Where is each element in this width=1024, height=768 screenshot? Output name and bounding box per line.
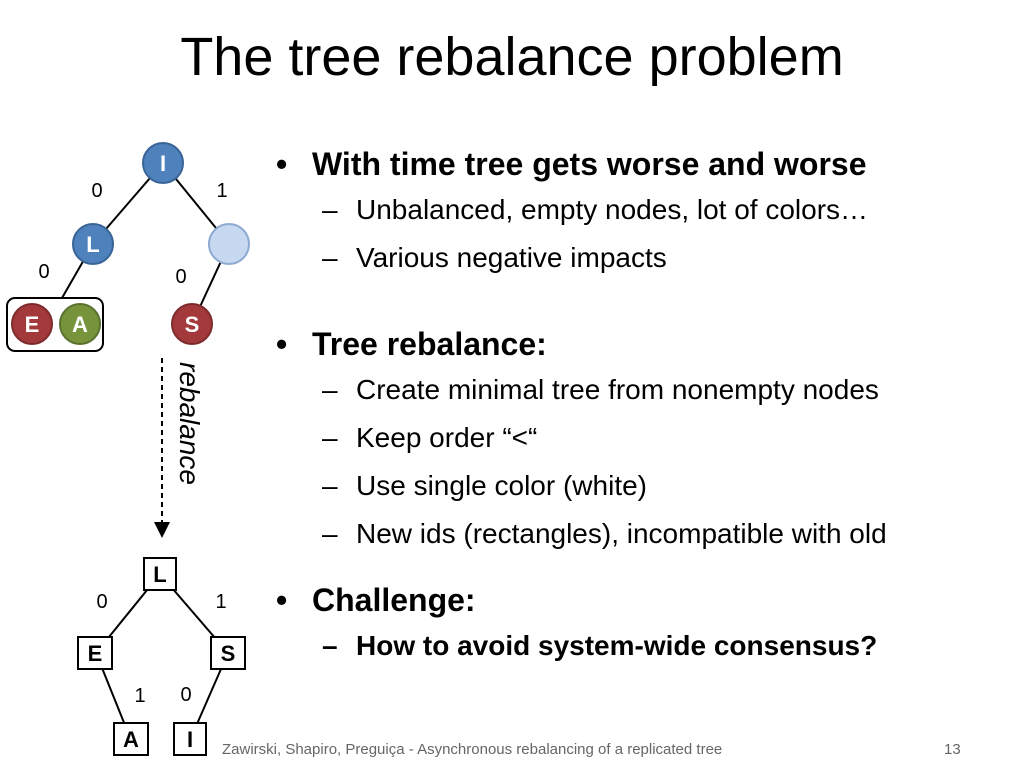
sub-item: – How to avoid system-wide consensus? (272, 622, 1012, 670)
node-s-circle (171, 303, 213, 345)
node-l-label: L (86, 232, 99, 257)
new-edge-label-left-down: 1 (134, 685, 145, 707)
rebalance-arrow: rebalance (154, 358, 205, 538)
new-node-e-box (77, 636, 113, 670)
node-l-circle (72, 223, 114, 265)
empty-node-circle (208, 223, 250, 265)
new-node-a-box (113, 722, 149, 756)
bullet-item: • With time tree gets worse and worse (272, 142, 1012, 186)
bullet-text: Tree rebalance: (312, 326, 547, 362)
dash-symbol: – (322, 518, 338, 549)
dash-symbol: – (322, 194, 338, 225)
new-tree: L E S A I 0 1 1 0 (77, 557, 246, 756)
node-i-circle (142, 142, 184, 184)
node-e-circle (11, 303, 53, 345)
dash-symbol: – (322, 242, 338, 273)
bullet-item: • Tree rebalance: (272, 322, 1012, 366)
new-edge-label-right-down: 0 (180, 684, 191, 706)
sub-item-text: Keep order “<“ (356, 422, 538, 453)
new-node-l-box (143, 557, 177, 591)
sub-item-text: How to avoid system-wide consensus? (356, 630, 878, 661)
sub-item-text: Unbalanced, empty nodes, lot of colors… (356, 194, 869, 225)
sub-item: – Keep order “<“ (272, 414, 1012, 462)
bullet-text: Challenge: (312, 582, 476, 618)
sub-item: – Various negative impacts (272, 234, 1012, 282)
sub-item: – New ids (rectangles), incompatible wit… (272, 510, 1012, 558)
node-a-label: A (72, 312, 88, 337)
node-s-label: S (185, 312, 200, 337)
new-node-e-label: E (88, 641, 103, 666)
old-tree: I L E A S 0 1 0 0 (6, 142, 250, 352)
edge-label-right-down: 0 (175, 266, 186, 288)
bullet-symbol: • (276, 146, 288, 182)
edge-label-root-right: 1 (216, 180, 227, 202)
rebalance-label: rebalance (174, 362, 205, 485)
dash-symbol: – (322, 422, 338, 453)
slide-title: The tree rebalance problem (180, 27, 844, 87)
sub-item-text: Various negative impacts (356, 242, 667, 273)
arrow-head-icon (154, 522, 170, 538)
new-edge-label-root-right: 1 (215, 591, 226, 613)
sub-item: – Use single color (white) (272, 462, 1012, 510)
edge-label-left-down: 0 (38, 261, 49, 283)
dash-symbol: – (322, 630, 338, 661)
node-i-label: I (160, 151, 166, 176)
new-node-i-box (173, 722, 207, 756)
edge-label-root-left: 0 (91, 180, 102, 202)
node-a-circle (59, 303, 101, 345)
sub-item: – Unbalanced, empty nodes, lot of colors… (272, 186, 1012, 234)
sub-item-text: New ids (rectangles), incompatible with … (356, 518, 887, 549)
bullet-symbol: • (276, 326, 288, 362)
new-node-l-label: L (153, 562, 166, 587)
page-number: 13 (944, 741, 961, 758)
node-e-label: E (25, 312, 40, 337)
new-node-s-label: S (221, 641, 236, 666)
dash-symbol: – (322, 374, 338, 405)
sub-item-text: Create minimal tree from nonempty nodes (356, 374, 879, 405)
bullet-symbol: • (276, 582, 288, 618)
dash-symbol: – (322, 470, 338, 501)
sub-item: – Create minimal tree from nonempty node… (272, 366, 1012, 414)
new-edge-label-root-left: 0 (96, 591, 107, 613)
bullet-text: With time tree gets worse and worse (312, 146, 867, 182)
new-node-i-label: I (187, 727, 193, 752)
new-node-s-box (210, 636, 246, 670)
new-node-a-label: A (123, 727, 139, 752)
footer-text: Zawirski, Shapiro, Preguiça - Asynchrono… (222, 741, 723, 758)
bullet-item: • Challenge: (272, 578, 1012, 622)
sub-item-text: Use single color (white) (356, 470, 647, 501)
bullet-list: • With time tree gets worse and worse – … (272, 142, 1012, 670)
